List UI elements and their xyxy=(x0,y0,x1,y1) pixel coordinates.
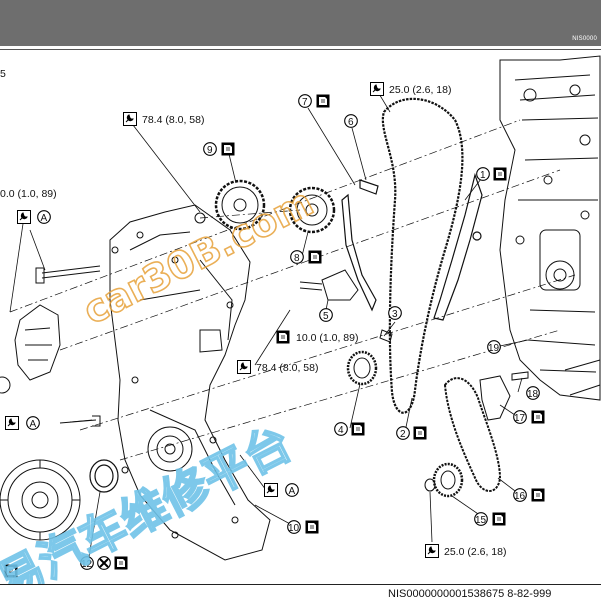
svg-text:16: 16 xyxy=(514,491,526,502)
callout-17: 17 xyxy=(513,410,545,424)
frame-bottom-rule xyxy=(0,584,601,585)
svg-text:2: 2 xyxy=(400,429,406,440)
callout-9: 9 xyxy=(203,142,235,156)
torque-value: 25.0 (2.6, 18) xyxy=(444,546,506,558)
alignment-lines xyxy=(9,119,576,461)
bolt-left xyxy=(35,265,101,427)
oil-pump-sprocket xyxy=(424,462,464,498)
callout-4: 4 xyxy=(334,422,365,436)
svg-text:12: 12 xyxy=(81,559,93,570)
chain-tensioner xyxy=(299,269,359,301)
callout-7: 7 xyxy=(298,94,330,108)
svg-text:3: 3 xyxy=(392,309,398,320)
callout-8: 8 xyxy=(290,250,322,264)
torque-value: 78.4 (8.0, 58) xyxy=(256,362,318,374)
svg-text:5: 5 xyxy=(323,311,329,322)
mark-a-center: A xyxy=(264,483,299,497)
svg-text:17: 17 xyxy=(514,413,526,424)
svg-text:15: 15 xyxy=(475,515,487,526)
timing-chain xyxy=(381,97,464,414)
mark-letter: A xyxy=(289,486,296,497)
crankshaft-pulley xyxy=(0,459,81,541)
mark-letter: A xyxy=(41,213,48,224)
figure-reference-code: NIS0000000001538675 8-82-999 xyxy=(388,588,552,600)
svg-text:18: 18 xyxy=(527,389,539,400)
svg-text:7: 7 xyxy=(302,97,308,108)
torque-value: 78.4 (8.0, 58) xyxy=(142,114,204,126)
torque-spec-78-top: 78.4 (8.0, 58) xyxy=(123,112,204,126)
page-header-bar xyxy=(0,0,601,46)
torque-spec-left: 0.0 (1.0, 89) A xyxy=(0,188,57,224)
svg-text:19: 19 xyxy=(488,343,500,354)
crank-oil-seal xyxy=(89,459,119,493)
callout-10: 10 xyxy=(287,520,319,534)
header-rule xyxy=(0,46,601,50)
callout-5: 5 xyxy=(319,308,333,322)
oil-pump-tensioner xyxy=(479,371,529,421)
svg-text:10: 10 xyxy=(288,523,300,534)
timing-chain-exploded-diagram: 5 xyxy=(0,55,601,584)
torque-spec-78-mid: 78.4 (8.0, 58) xyxy=(237,360,318,374)
callout-3: 3 xyxy=(388,306,402,320)
torque-value: 25.0 (2.6, 18) xyxy=(389,84,451,96)
torque-spec-25-top: 25.0 (2.6, 18) xyxy=(370,82,451,96)
tension-guide xyxy=(433,172,483,321)
svg-text:8: 8 xyxy=(294,253,300,264)
tensioner-pulley-assembly xyxy=(0,304,61,394)
torque-value: 10.0 (1.0, 89) xyxy=(296,332,358,344)
callout-2: 2 xyxy=(396,426,427,440)
svg-text:9: 9 xyxy=(207,145,213,156)
crankshaft-sprocket xyxy=(346,329,393,386)
mark-a-left: A xyxy=(5,416,40,430)
callout-18: 18 xyxy=(526,386,540,400)
callout-15: 15 xyxy=(474,512,506,526)
torque-value: 0.0 (1.0, 89) xyxy=(0,188,57,200)
svg-text:4: 4 xyxy=(338,425,344,436)
callout-12: 12 xyxy=(80,556,128,570)
torque-spec-10: 10.0 (1.0, 89) xyxy=(276,330,358,344)
svg-text:6: 6 xyxy=(348,117,354,128)
leader-lines xyxy=(9,91,529,563)
mark-letter: A xyxy=(30,419,37,430)
front-timing-cover xyxy=(109,204,271,561)
oil-pump-chain xyxy=(443,377,502,492)
callout-6: 6 xyxy=(344,114,358,128)
watermark-url: car30B.com xyxy=(76,180,320,333)
torque-spec-25-bottom: 25.0 (2.6, 18) xyxy=(425,544,506,558)
header-reference-code: NIS0000 xyxy=(572,36,597,42)
camshaft-sprocket-exhaust xyxy=(214,179,266,231)
callout-1: 1 xyxy=(476,167,507,181)
callout-19: 19 xyxy=(487,340,501,354)
callout-16: 16 xyxy=(513,488,545,502)
slack-guide xyxy=(341,179,379,312)
cylinder-block xyxy=(499,55,601,401)
section-label: 5 xyxy=(0,68,6,80)
svg-text:1: 1 xyxy=(480,170,486,181)
